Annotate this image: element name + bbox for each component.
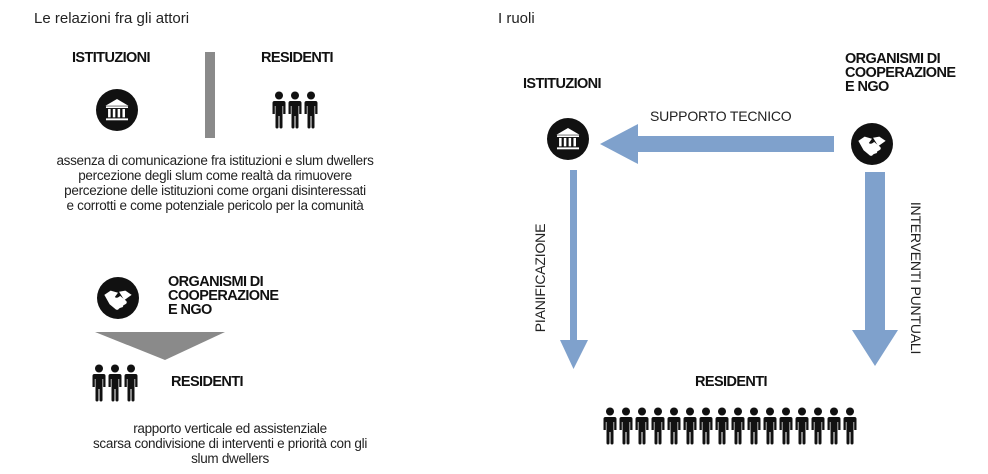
person-icon [827, 407, 841, 445]
person-icon [731, 407, 745, 445]
ngo-line: E NGO [168, 302, 212, 318]
ngo-line: COOPERAZIONE [845, 65, 956, 81]
person-icon [667, 407, 681, 445]
left-panel-title: Le relazioni fra gli attori [34, 10, 190, 27]
text-line: e corrotti e come potenziale pericolo pe… [66, 198, 364, 213]
person-icon [651, 407, 665, 445]
interventi-arrow [852, 172, 898, 366]
person-icon [843, 407, 857, 445]
person-icon [795, 407, 809, 445]
person-icon [779, 407, 793, 445]
person-icon [635, 407, 649, 445]
text-line: rapporto verticale ed assistenziale [133, 421, 327, 436]
downward-triangle-arrow [95, 332, 225, 360]
pianificazione-label: PIANIFICAZIONE [532, 223, 548, 333]
residents-group-bottom [92, 364, 138, 402]
ngo-line: E NGO [845, 79, 889, 95]
supporto-arrow [600, 124, 834, 164]
person-icon [304, 91, 318, 129]
person-icon [811, 407, 825, 445]
right-residenti-label: RESIDENTI [695, 374, 768, 390]
residents-group-right [603, 407, 857, 445]
ngo-line: ORGANISMI DI [168, 274, 264, 290]
institution-icon [96, 89, 138, 131]
interventi-label: INTERVENTI PUNTUALI [908, 201, 924, 355]
text-line: assenza di comunicazione fra istituzioni… [56, 153, 374, 168]
pianificazione-arrow [560, 170, 588, 369]
person-icon [288, 91, 302, 129]
text-line: scarsa condivisione di interventi e prio… [92, 436, 368, 451]
person-icon [603, 407, 617, 445]
person-icon [124, 364, 138, 402]
left-residenti-label-bottom: RESIDENTI [171, 374, 244, 390]
ngo-line: ORGANISMI DI [845, 51, 941, 67]
right-ngo-label: ORGANISMI DI COOPERAZIONE E NGO [845, 51, 956, 95]
supporto-label: SUPPORTO TECNICO [650, 108, 792, 124]
text-line: percezione delle istituzioni come organi… [64, 183, 366, 198]
text-line: percezione degli slum come realtà da rim… [78, 168, 352, 183]
person-icon [108, 364, 122, 402]
person-icon [699, 407, 713, 445]
person-icon [715, 407, 729, 445]
right-panel-title: I ruoli [498, 10, 535, 27]
person-icon [92, 364, 106, 402]
left-ngo-label: ORGANISMI DI COOPERAZIONE E NGO [168, 274, 279, 318]
handshake-icon [851, 123, 893, 165]
right-istituzioni-label: ISTITUZIONI [523, 76, 602, 92]
relations-description: assenza di comunicazione fra istituzioni… [0, 153, 430, 213]
left-residenti-label-top: RESIDENTI [261, 50, 334, 66]
handshake-icon [97, 277, 139, 319]
institution-icon [547, 118, 589, 160]
ngo-line: COOPERAZIONE [168, 288, 279, 304]
separator-bar [205, 52, 215, 138]
text-line: slum dwellers [191, 451, 269, 466]
person-icon [619, 407, 633, 445]
left-istituzioni-label: ISTITUZIONI [72, 50, 151, 66]
person-icon [747, 407, 761, 445]
ngo-relation-description: rapporto verticale ed assistenziale scar… [20, 421, 440, 466]
person-icon [683, 407, 697, 445]
residents-group-top [272, 91, 318, 129]
person-icon [272, 91, 286, 129]
person-icon [763, 407, 777, 445]
